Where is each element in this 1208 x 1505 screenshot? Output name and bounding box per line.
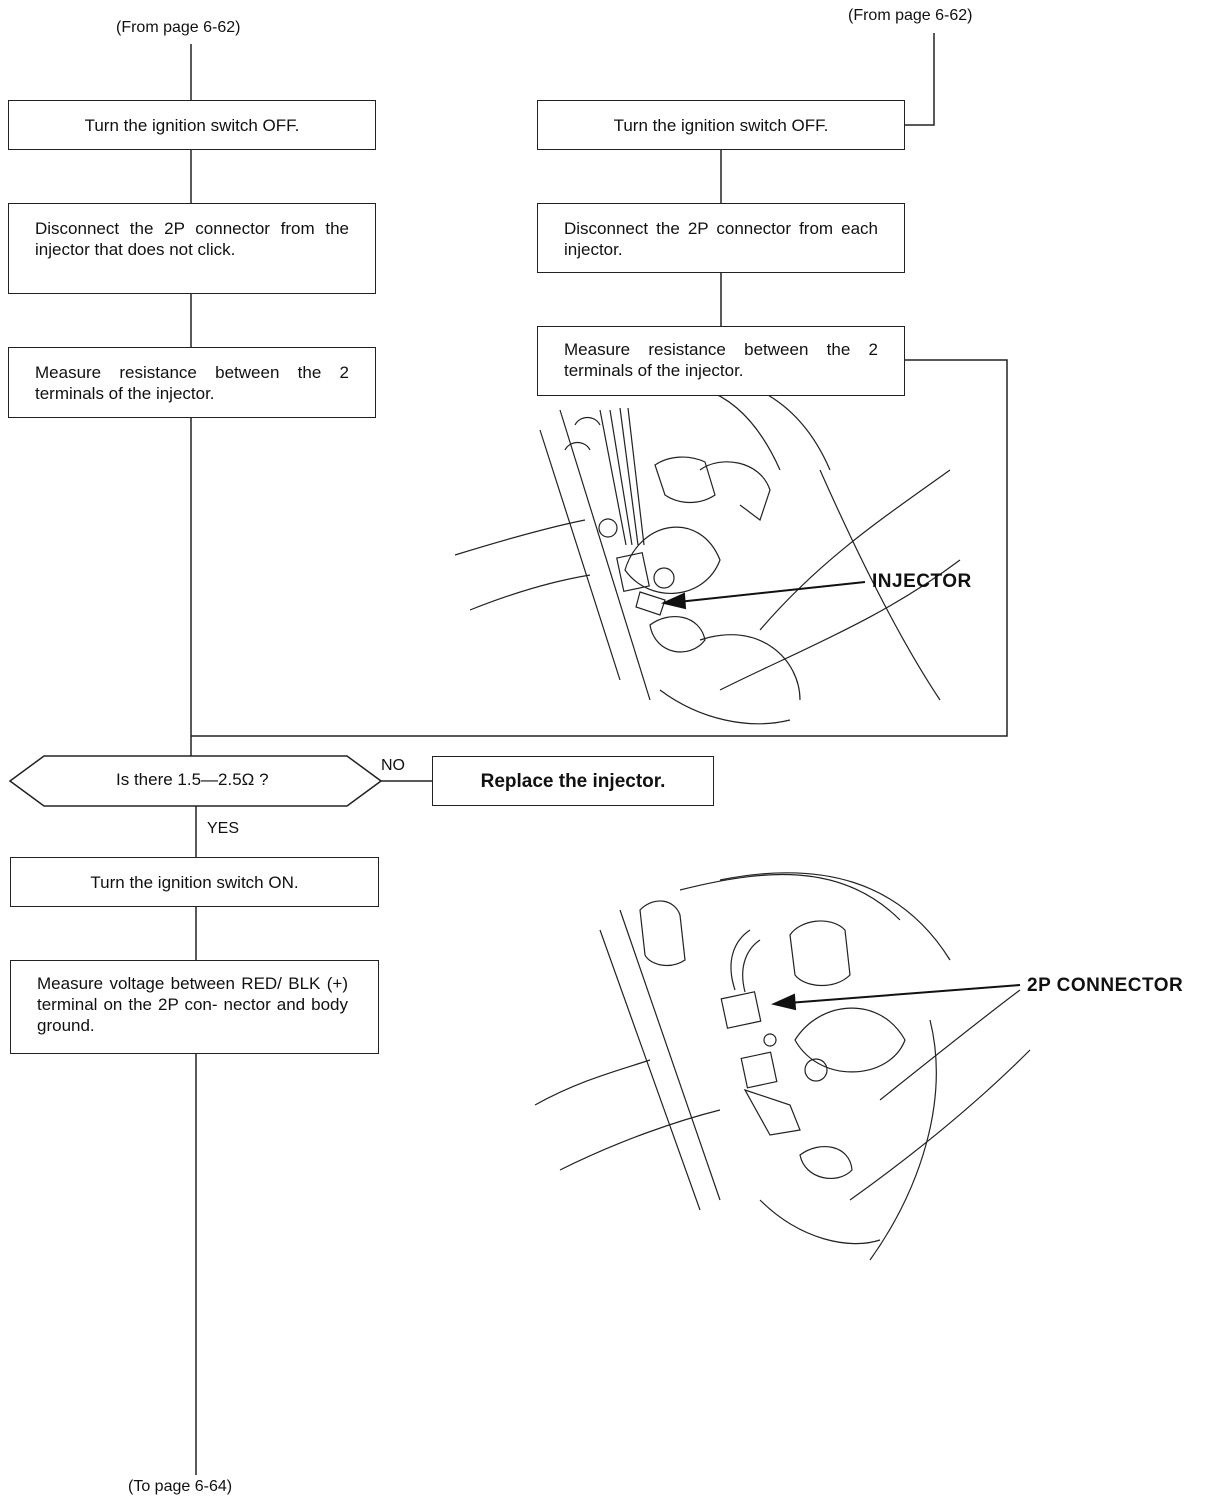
step-text: Measure voltage between RED/ BLK (+) ter… <box>37 974 348 1035</box>
step-box-left-disconnect: Disconnect the 2P connector from the inj… <box>8 203 376 294</box>
line-from-right-ref <box>905 33 935 126</box>
step-text: Measure resistance between the 2 termina… <box>35 363 349 403</box>
step-text: Disconnect the 2P connector from each in… <box>564 219 878 259</box>
step-box-left-ignition-off: Turn the ignition switch OFF. <box>8 100 376 150</box>
action-text: Replace the injector. <box>480 770 666 792</box>
injector-callout-arrow <box>677 581 866 603</box>
step-text: Disconnect the 2P connector from the inj… <box>35 219 349 259</box>
decision-question: Is there 1.5—2.5Ω ? <box>116 770 269 789</box>
step-box-right-disconnect: Disconnect the 2P connector from each in… <box>537 203 905 273</box>
step-text: Turn the ignition switch ON. <box>90 872 299 892</box>
injector-callout: INJECTOR <box>872 571 972 592</box>
step-box-right-ignition-off: Turn the ignition switch OFF. <box>537 100 905 150</box>
from-page-ref-left: (From page 6-62) <box>116 19 241 36</box>
step-text: Turn the ignition switch OFF. <box>84 115 300 135</box>
step-text: Measure resistance between the 2 termina… <box>564 340 878 380</box>
connector-callout: 2P CONNECTOR <box>1027 975 1184 996</box>
step-box-measure-voltage: Measure voltage between RED/ BLK (+) ter… <box>10 960 379 1054</box>
to-page-ref: (To page 6-64) <box>128 1478 233 1495</box>
connector-callout-arrow <box>787 984 1021 1004</box>
step-text: Turn the ignition switch OFF. <box>613 115 829 135</box>
yes-label: YES <box>207 820 240 837</box>
line-right-3-merge <box>191 359 1008 737</box>
no-label: NO <box>381 757 405 774</box>
step-box-left-measure-resistance: Measure resistance between the 2 termina… <box>8 347 376 418</box>
from-page-ref-right: (From page 6-62) <box>848 7 973 24</box>
step-box-ignition-on: Turn the ignition switch ON. <box>10 857 379 907</box>
connector-illustration <box>534 872 1031 1261</box>
step-box-right-measure-resistance: Measure resistance between the 2 termina… <box>537 326 905 396</box>
action-box-replace-injector: Replace the injector. <box>432 756 714 806</box>
injector-illustration <box>454 374 961 725</box>
